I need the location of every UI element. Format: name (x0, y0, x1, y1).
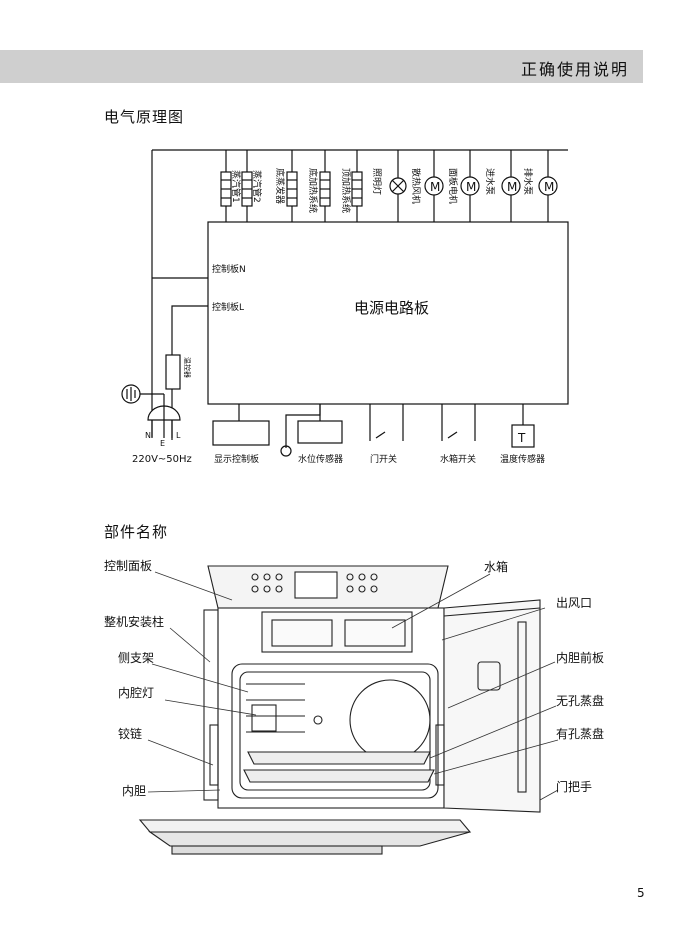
motor-symbol: M (430, 180, 440, 194)
part-label-right: 内胆前板 (556, 650, 604, 665)
bottom-part-label: 显示控制板 (214, 453, 259, 465)
bottom-part-label: 水位传感器 (298, 453, 343, 465)
load-label: 排水泵 (522, 168, 534, 195)
page-header-title: 正确使用说明 (520, 60, 629, 79)
part-label-left: 控制面板 (104, 559, 152, 573)
parts-title: 部件名称 (104, 523, 169, 541)
load-label: 底加热系统 (307, 168, 319, 213)
load-label: 照明灯 (371, 168, 382, 195)
schematic-title: 电气原理图 (104, 108, 185, 126)
load-label: 面板电机 (447, 168, 459, 204)
bottom-part-label: 温度传感器 (500, 453, 545, 465)
part-label-right: 有孔蒸盘 (556, 726, 604, 741)
load-label: 散热风机 (410, 168, 422, 204)
part-label-right: 无孔蒸盘 (556, 693, 604, 708)
load-label: 蒸汽管1 (230, 170, 242, 203)
motor-symbol: M (507, 180, 517, 194)
load-label: 顶加热系统 (340, 168, 352, 213)
part-label-right: 水箱 (484, 559, 508, 574)
load-label: 蒸汽管2 (251, 170, 263, 203)
part-label-left: 侧支架 (118, 651, 154, 665)
plug-label-n: N (145, 431, 151, 440)
motor-symbol: M (544, 180, 554, 194)
part-label-left: 内胆 (122, 784, 146, 798)
part-label-left: 整机安装柱 (104, 614, 164, 629)
part-label-left: 铰链 (118, 726, 142, 741)
load-label: 底蒸发器 (274, 168, 286, 204)
page-number: 5 (637, 886, 645, 900)
power-spec: 220V~50Hz (132, 454, 192, 465)
plug-label-e: E (160, 439, 165, 448)
load-label: 进水泵 (484, 168, 496, 195)
thermostat-label: 温控器 (183, 357, 192, 378)
power-board-box (207, 221, 569, 405)
bottom-part-label: 水箱开关 (440, 453, 476, 465)
part-label-left: 内腔灯 (118, 685, 154, 700)
part-label-right: 出风口 (556, 596, 592, 610)
motor-symbol: M (466, 180, 476, 194)
power-board-label: 电源电路板 (354, 299, 429, 317)
terminal-n-label: 控制板N (212, 263, 246, 275)
header-bar: 正确使用说明 (0, 50, 643, 83)
temp-sensor-symbol: T (517, 431, 526, 445)
terminal-l-label: 控制板L (212, 301, 244, 313)
bottom-part-label: 门开关 (370, 453, 397, 465)
part-label-right: 门把手 (556, 779, 592, 794)
plug-label-l: L (176, 431, 181, 440)
